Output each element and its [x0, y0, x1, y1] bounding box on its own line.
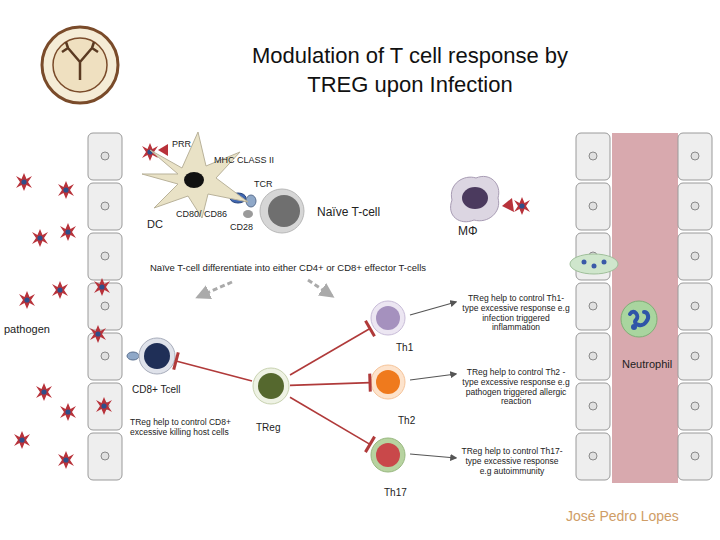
diagram-title: Modulation of T cell response by TREG up…: [228, 42, 592, 99]
cell-label: CD8+ Tcell: [132, 384, 180, 395]
annotation-text: TReg help to control Th2 -type excessive…: [460, 368, 572, 407]
annotation-text: pathogen: [4, 323, 74, 336]
annotation-text: TReg help to control Th1-type excessive …: [460, 294, 572, 333]
inhibition-connector: [290, 397, 375, 452]
cell-label: DC: [147, 218, 163, 230]
cell-node: Th1: [370, 300, 406, 336]
blood-vessel: [612, 133, 678, 483]
annotation-text: MHC CLASS II: [214, 155, 294, 165]
annotation-text: TReg help to control Th17-type excessive…: [460, 447, 564, 476]
cell-label: Th17: [384, 487, 407, 498]
cell-label: Th1: [396, 342, 413, 353]
cell-label: Naïve T-cell: [317, 205, 380, 219]
annotation-text: CD80/ CD86: [176, 209, 246, 219]
cell-label: Neutrophil: [622, 358, 672, 370]
cell-shape: [620, 300, 658, 338]
cell-node: Th17: [370, 437, 406, 473]
cell-shape: [370, 300, 406, 336]
cell-shape: [370, 437, 406, 473]
cell-node: CD8+ Tcell: [138, 337, 176, 375]
cell-node: Naïve T-cell: [259, 188, 305, 234]
annotation-text: TCR: [254, 179, 294, 189]
cell-label: Th2: [398, 415, 415, 426]
cell-label: MΦ: [458, 224, 478, 238]
cell-node: MΦ: [446, 172, 502, 224]
inhibition-connector: [174, 352, 252, 381]
leader-arrows: [410, 302, 456, 458]
cell-shape: [259, 188, 305, 234]
inhibition-connector: [290, 374, 370, 392]
cell-node: Th2: [370, 364, 406, 400]
receptor-molecules: [127, 144, 530, 360]
cell-node: TReg: [252, 367, 290, 405]
annotation-text: Naïve T-cell differentiate into either C…: [150, 263, 500, 274]
cell-shape: [252, 367, 290, 405]
cell-node: DC: [140, 130, 250, 220]
differentiation-arrows: [198, 280, 332, 297]
inhibition-connector: [290, 321, 375, 375]
cell-label: TReg: [256, 422, 280, 433]
annotation-text: CD28: [230, 222, 270, 232]
annotation-text: TReg help to control CD8+ excessive kill…: [130, 418, 235, 438]
society-logo: [42, 27, 118, 103]
cell-shape: [140, 130, 250, 220]
cell-shape: [370, 364, 406, 400]
cell-shape: [446, 172, 502, 224]
epithelium: [88, 133, 712, 480]
annotation-text: PRR: [172, 139, 212, 149]
cell-node: Neutrophil: [620, 300, 658, 338]
cell-shape: [138, 337, 176, 375]
migrating-neutrophil: [570, 254, 618, 274]
annotation-text: José Pedro Lopes: [566, 508, 716, 524]
